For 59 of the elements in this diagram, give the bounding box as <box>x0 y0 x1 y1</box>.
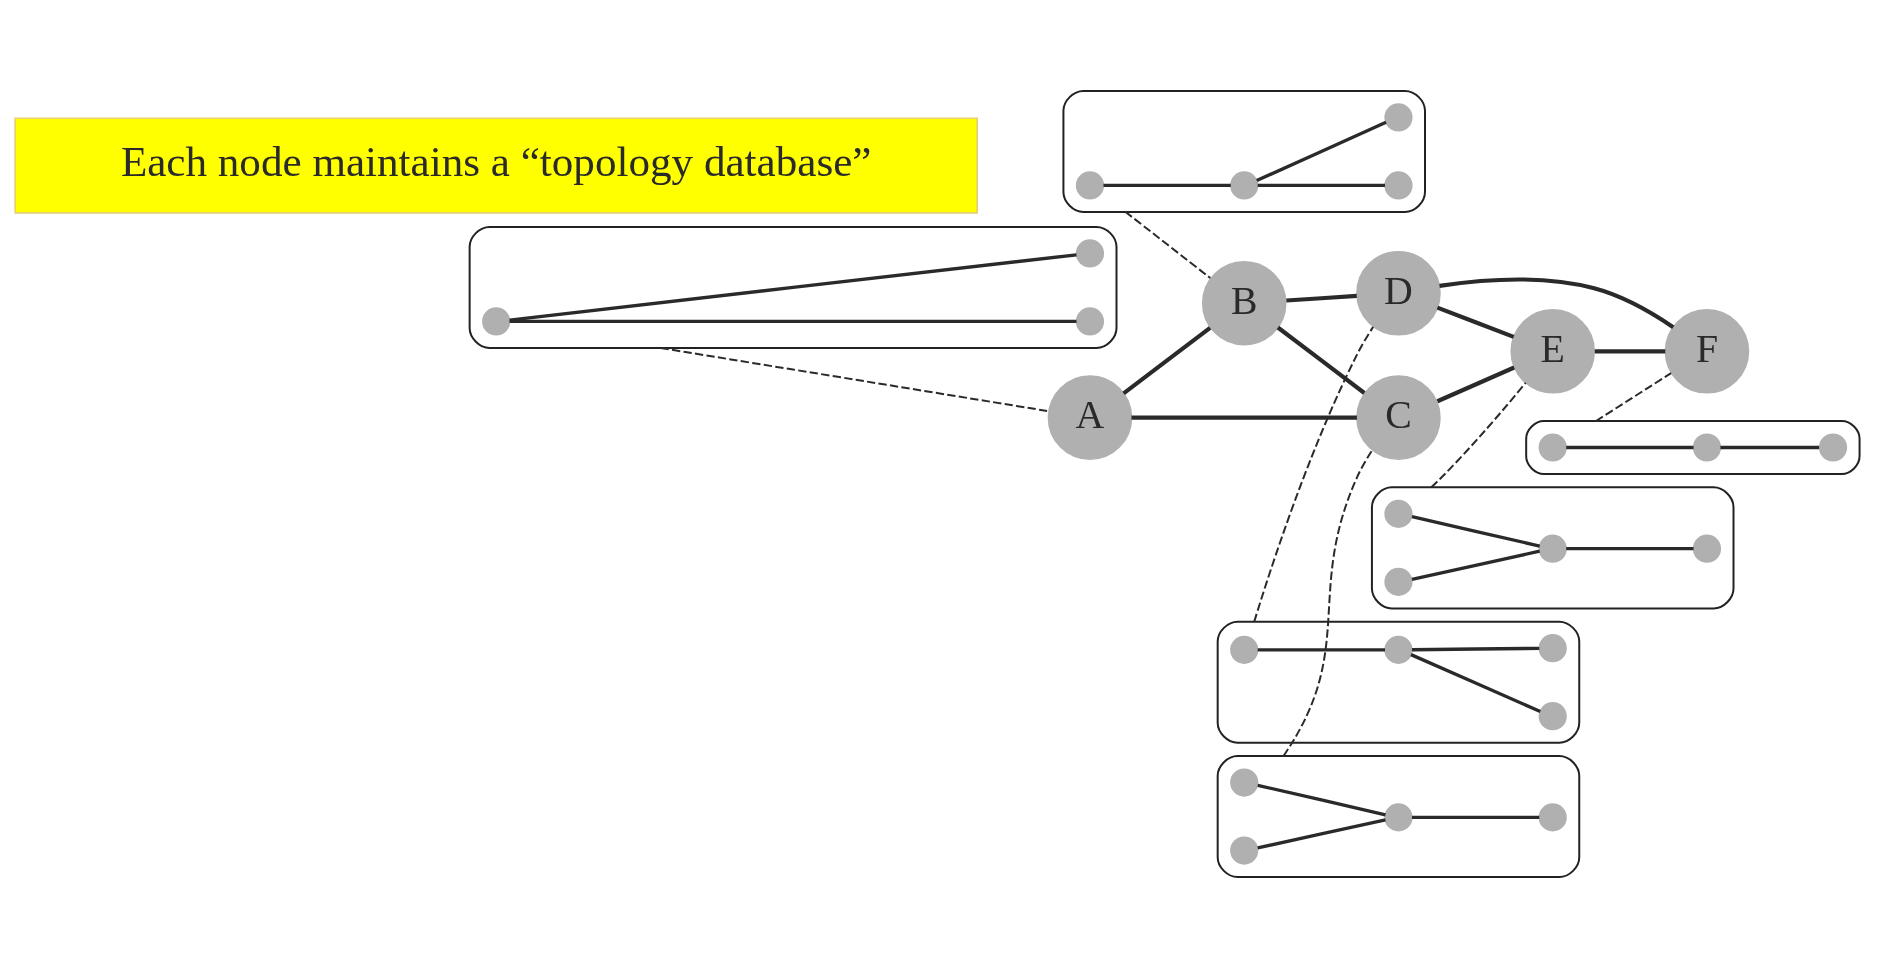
connector <box>1276 325 1366 395</box>
connector <box>1430 381 1527 488</box>
connector <box>659 346 1050 412</box>
node-circle <box>1384 499 1413 528</box>
connector <box>1436 365 1515 403</box>
node-circle <box>1538 701 1567 730</box>
node-circle: E <box>1510 308 1595 394</box>
cluster <box>1062 89 1426 213</box>
connector <box>1124 210 1212 279</box>
connector <box>1286 293 1357 303</box>
node-circle: F <box>1664 308 1750 394</box>
node-circle <box>1230 635 1259 664</box>
node-circle: D <box>1356 250 1441 336</box>
cluster <box>1370 485 1735 609</box>
connector <box>1411 646 1540 651</box>
node-circle <box>1384 635 1413 664</box>
connector <box>1103 183 1231 187</box>
node-circle <box>1384 102 1413 132</box>
connector <box>509 319 1077 323</box>
node-circle <box>1538 633 1567 662</box>
cluster <box>1216 620 1581 744</box>
connector <box>1122 325 1212 395</box>
node-circle <box>1538 802 1567 831</box>
connector <box>1595 371 1673 422</box>
node-circle <box>1230 170 1259 200</box>
node-circle <box>1538 534 1567 563</box>
cluster <box>468 225 1118 349</box>
connector <box>1131 415 1357 420</box>
node-circle <box>482 306 511 336</box>
connector <box>1257 783 1386 816</box>
connector <box>1436 305 1515 339</box>
node-circle <box>1692 432 1722 462</box>
node-circle <box>1384 170 1413 200</box>
node-circle <box>1230 835 1259 865</box>
node-circle: C <box>1356 374 1441 460</box>
connector <box>1566 445 1694 449</box>
node-circle <box>1075 170 1105 200</box>
connector <box>1594 348 1666 353</box>
node-circle: B <box>1201 260 1287 345</box>
node-box: Each node maintains a “topology database” <box>14 116 978 214</box>
node-circle <box>1384 802 1413 831</box>
connector <box>1566 546 1694 550</box>
node-circle: A <box>1047 374 1133 460</box>
connector <box>1253 325 1375 623</box>
connector <box>1439 277 1675 329</box>
cluster <box>1525 419 1861 475</box>
node-circle <box>1075 306 1105 336</box>
connector <box>1257 647 1385 651</box>
node-circle <box>1692 534 1722 563</box>
node-circle <box>1818 432 1848 462</box>
cluster <box>1216 754 1581 878</box>
connector <box>1411 815 1540 819</box>
node-circle <box>1230 767 1259 797</box>
connector <box>1282 448 1374 757</box>
connector <box>1411 514 1541 548</box>
node-circle <box>1538 432 1567 462</box>
node-circle <box>1075 238 1105 268</box>
connector <box>1257 183 1385 187</box>
node-circle <box>1384 567 1413 596</box>
